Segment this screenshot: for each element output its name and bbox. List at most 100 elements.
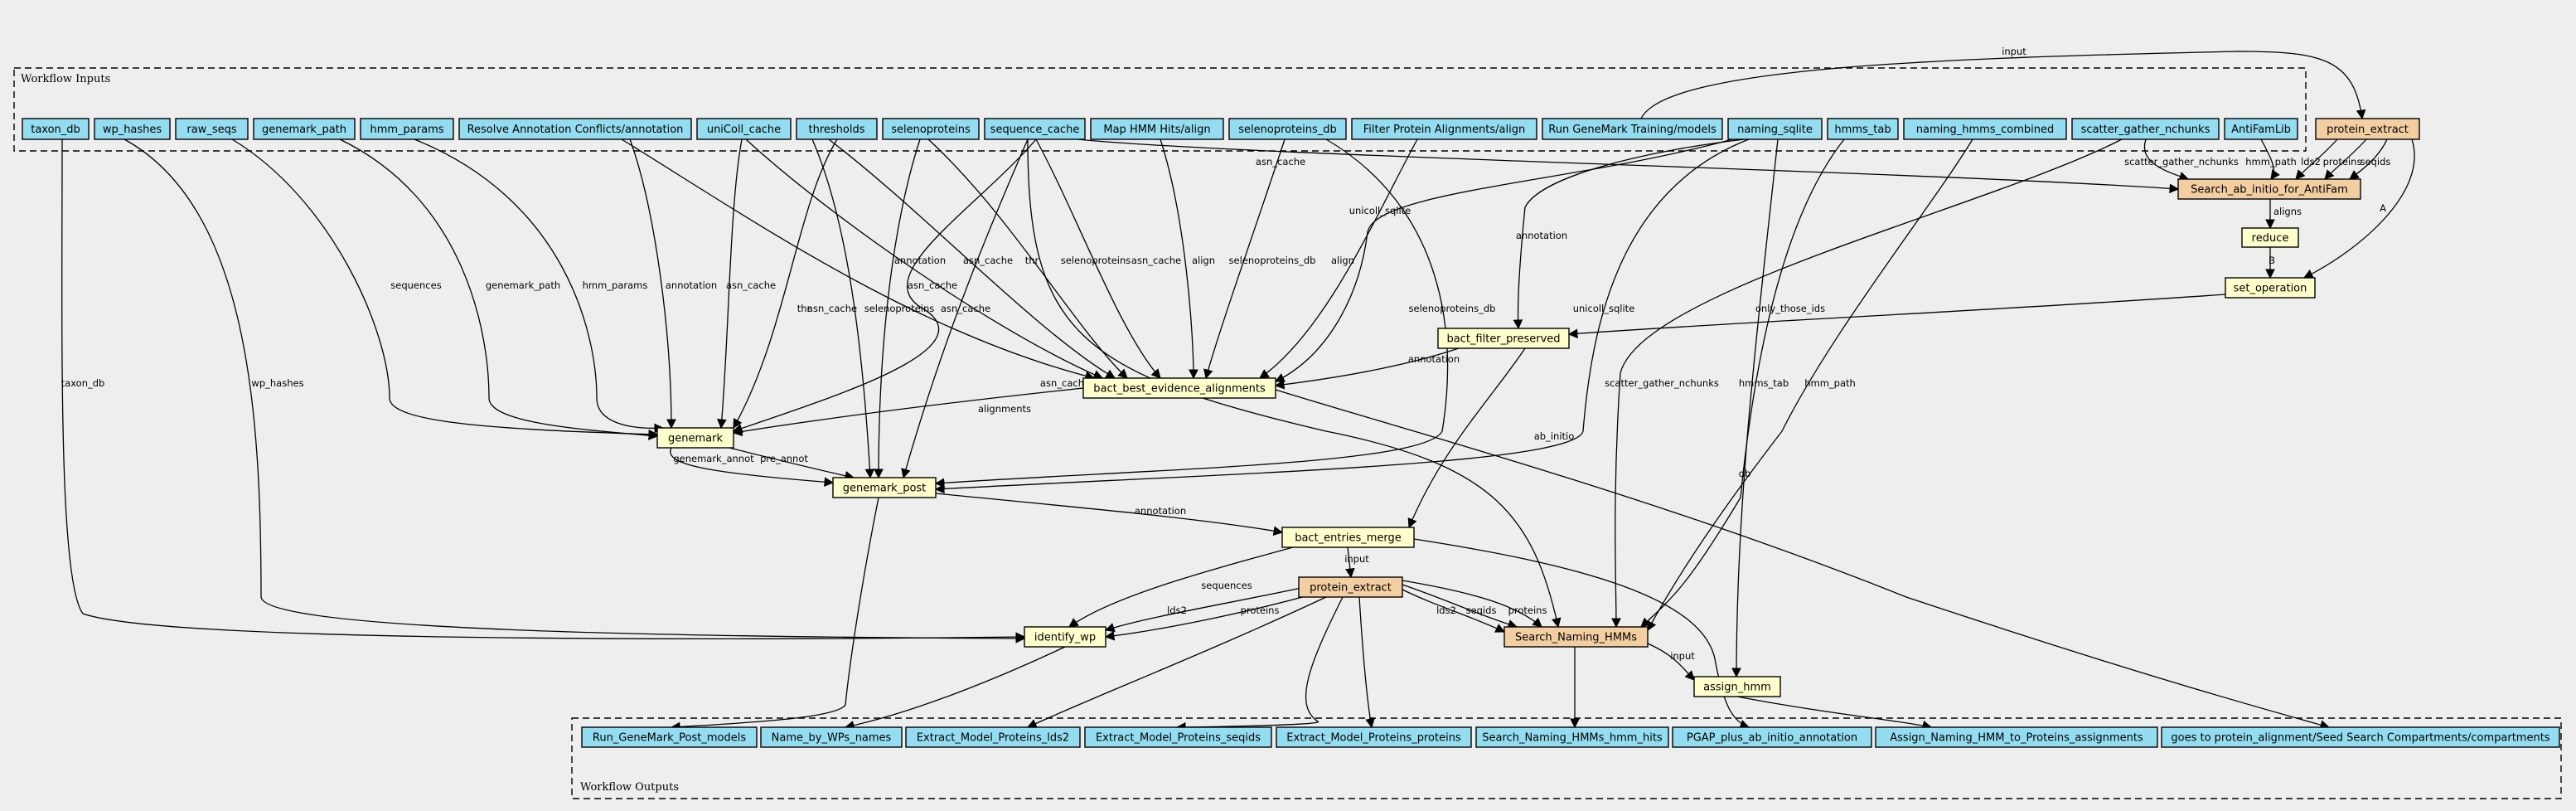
edge-label: annotation xyxy=(1408,353,1460,365)
node-box xyxy=(1542,118,1723,140)
node-naming_hmms_combined[interactable]: naming_hmms_combined xyxy=(1903,118,2067,140)
edge-naming_sqlite-to-assign_hmm xyxy=(1731,138,1779,678)
edge-label: annotation xyxy=(894,255,946,266)
node-box xyxy=(2241,227,2299,248)
node-identify_wp[interactable]: identify_wp xyxy=(1024,626,1106,648)
edge-label: genemark_annot xyxy=(673,453,754,464)
edge-label: selenoproteins xyxy=(1061,255,1131,266)
node-raw_seqs[interactable]: raw_seqs xyxy=(175,118,249,140)
output-edge xyxy=(1175,596,1344,732)
node-label: Run GeneMark Training/models xyxy=(1548,124,1717,136)
node-out_lds2[interactable]: Extract_Model_Proteins_lds2 xyxy=(905,726,1081,748)
node-box xyxy=(1024,626,1106,648)
edge-bact_filter-to-bact_entries xyxy=(1407,347,1526,529)
node-sequence_cache[interactable]: sequence_cache xyxy=(984,118,1086,140)
node-genemark[interactable]: genemark xyxy=(656,427,734,449)
node-out_pgap[interactable]: PGAP_plus_ab_initio_annotation xyxy=(1672,726,1872,748)
node-label: Map HMM Hits/align xyxy=(1103,124,1210,136)
edge-naming_sqlite-to-bact_filter xyxy=(1513,138,1746,330)
edge-selenoproteins-to-bact_best xyxy=(927,138,1128,379)
node-taxon_db[interactable]: taxon_db xyxy=(22,118,90,140)
edge-label: only_those_ids xyxy=(1755,303,1825,314)
node-box xyxy=(581,726,758,748)
node-map_hmm[interactable]: Map HMM Hits/align xyxy=(1090,118,1224,140)
edge-protein_extract_top-to-search_antifam xyxy=(2349,138,2388,180)
workflow-outputs-cluster xyxy=(571,717,2562,799)
node-selenoproteins_db[interactable]: selenoproteins_db xyxy=(1228,118,1347,140)
node-label: naming_hmms_combined xyxy=(1916,124,2054,136)
node-bact_filter[interactable]: bact_filter_preserved xyxy=(1437,328,1570,349)
node-search_antifam[interactable]: Search_ab_initio_for_AntiFam xyxy=(2177,178,2361,200)
node-reduce[interactable]: reduce xyxy=(2241,227,2299,248)
node-box xyxy=(2224,118,2298,140)
edge-label: asn_cache xyxy=(963,255,1013,266)
node-bact_entries[interactable]: bact_entries_merge xyxy=(1281,527,1415,548)
node-box xyxy=(984,118,1086,140)
node-search_naming[interactable]: Search_Naming_HMMs xyxy=(1503,626,1649,648)
node-antifamlib[interactable]: AntiFamLib xyxy=(2224,118,2298,140)
node-box xyxy=(94,118,171,140)
node-box xyxy=(1276,726,1472,748)
node-out_name_wp[interactable]: Name_by_WPs_names xyxy=(760,726,903,748)
edge-label: asn_cache xyxy=(908,279,957,291)
node-unicoll_cache[interactable]: uniColl_cache xyxy=(696,118,792,140)
node-out_seqids[interactable]: Extract_Model_Proteins_seqids xyxy=(1084,726,1272,748)
node-label: protein_extract xyxy=(1310,582,1392,595)
node-naming_sqlite[interactable]: naming_sqlite xyxy=(1727,118,1823,140)
node-box xyxy=(360,118,454,140)
node-filter_prot[interactable]: Filter Protein Alignments/align xyxy=(1351,118,1537,140)
edge-sequence_cache-to-search_naming xyxy=(1027,138,1562,629)
edge-label: db xyxy=(1739,468,1751,479)
node-box xyxy=(1903,118,2067,140)
node-set_operation[interactable]: set_operation xyxy=(2225,277,2316,299)
node-genemark_post[interactable]: genemark_post xyxy=(832,477,937,498)
node-thresholds[interactable]: thresholds xyxy=(796,118,878,140)
node-label: genemark xyxy=(668,433,723,445)
node-box xyxy=(882,118,980,140)
node-bact_best[interactable]: bact_best_evidence_alignments xyxy=(1082,377,1276,399)
node-hmm_params[interactable]: hmm_params xyxy=(360,118,454,140)
node-assign_hmm[interactable]: assign_hmm xyxy=(1693,676,1781,697)
edge-label: input xyxy=(1670,650,1695,662)
edge-label: seqids xyxy=(1466,605,1497,616)
node-protein_extract_mid[interactable]: protein_extract xyxy=(1298,576,1403,598)
node-box xyxy=(656,427,734,449)
node-box xyxy=(1672,726,1872,748)
edge-scatter-to-search_naming xyxy=(1611,138,2123,629)
node-resolve[interactable]: Resolve Annotation Conflicts/annotation xyxy=(458,118,692,140)
edge-label: asn_cache xyxy=(807,303,857,314)
node-selenoproteins[interactable]: selenoproteins xyxy=(882,118,980,140)
node-protein_extract_top[interactable]: protein_extract xyxy=(2315,118,2420,140)
node-label: Search_Naming_HMMs_hmm_hits xyxy=(1482,732,1663,745)
edge-set_operation-to-bact_filter xyxy=(1567,294,2226,339)
node-out_hmm_hits[interactable]: Search_Naming_HMMs_hmm_hits xyxy=(1475,726,1669,748)
edge-label: input xyxy=(2002,46,2026,57)
node-out_goes[interactable]: goes to protein_alignment/Seed Search Co… xyxy=(2161,726,2560,748)
output-edge xyxy=(1275,389,2331,730)
node-box xyxy=(2315,118,2420,140)
node-label: protein_extract xyxy=(2327,124,2409,136)
node-out_proteins[interactable]: Extract_Model_Proteins_proteins xyxy=(1276,726,1472,748)
node-run_genemark[interactable]: Run GeneMark Training/models xyxy=(1542,118,1723,140)
node-out_run_genemark[interactable]: Run_GeneMark_Post_models xyxy=(581,726,758,748)
node-label: selenoproteins xyxy=(891,124,971,136)
node-genemark_path[interactable]: genemark_path xyxy=(253,118,356,140)
node-hmms_tab[interactable]: hmms_tab xyxy=(1827,118,1899,140)
edge-unicoll_cache-to-genemark xyxy=(717,138,743,430)
node-box xyxy=(796,118,878,140)
edge-protein_extract_mid-to-search_naming xyxy=(1400,588,1506,633)
node-box xyxy=(1693,676,1781,697)
edge-label: taxon_db xyxy=(61,377,105,389)
edge-label: lds2 xyxy=(1436,605,1456,616)
node-box xyxy=(1090,118,1224,140)
node-scatter[interactable]: scatter_gather_nchunks xyxy=(2071,118,2220,140)
edge-label: unicoll_sqlite xyxy=(1349,205,1411,216)
edge-label: annotation xyxy=(666,279,717,291)
edge-label: sequences xyxy=(1201,580,1252,591)
edge-thresholds-to-bact_best xyxy=(828,138,1116,379)
edge-label: selenoproteins_db xyxy=(1229,255,1316,266)
edge-label: asn_cache xyxy=(726,279,776,291)
node-wp_hashes[interactable]: wp_hashes xyxy=(94,118,171,140)
node-out_assign[interactable]: Assign_Naming_HMM_to_Proteins_assignment… xyxy=(1875,726,2158,748)
edge-genemark-to-genemark_post xyxy=(729,447,855,481)
